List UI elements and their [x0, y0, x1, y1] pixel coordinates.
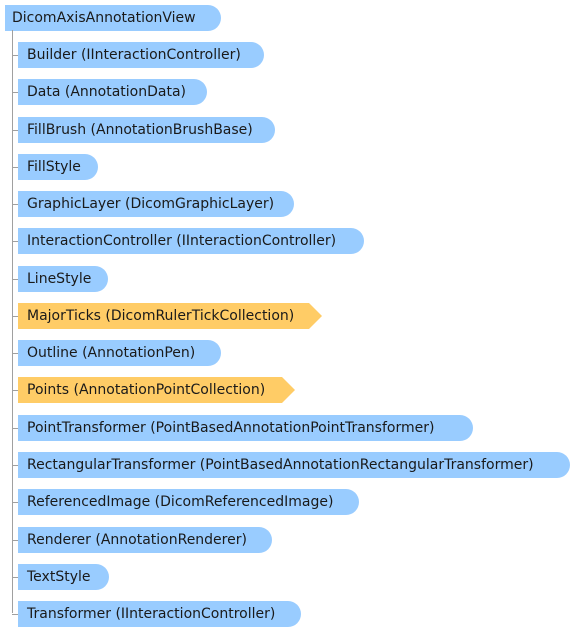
member-label: Data (AnnotationData): [27, 84, 187, 100]
branch-connector: [12, 390, 18, 391]
member-node[interactable]: Data (AnnotationData): [18, 79, 207, 105]
member-node[interactable]: PointTransformer (PointBasedAnnotationPo…: [18, 415, 473, 441]
member-label: Renderer (AnnotationRenderer): [27, 532, 247, 548]
member-label: GraphicLayer (DicomGraphicLayer): [27, 196, 275, 212]
branch-connector: [12, 577, 18, 578]
member-node[interactable]: ReferencedImage (DicomReferencedImage): [18, 489, 359, 515]
member-node[interactable]: LineStyle: [18, 266, 108, 292]
branch-connector: [12, 540, 18, 541]
branch-connector: [12, 55, 18, 56]
member-node[interactable]: Outline (AnnotationPen): [18, 340, 221, 366]
branch-connector: [12, 353, 18, 354]
member-label: InteractionController (IInteractionContr…: [27, 233, 337, 249]
member-node[interactable]: RectangularTransformer (PointBasedAnnota…: [18, 452, 570, 478]
member-node[interactable]: Transformer (IInteractionController): [18, 601, 301, 627]
member-node[interactable]: Builder (IInteractionController): [18, 42, 264, 68]
branch-connector: [12, 241, 18, 242]
tree-trunk-line: [12, 30, 13, 613]
member-label: FillStyle: [27, 159, 81, 175]
member-label: Points (AnnotationPointCollection): [27, 382, 266, 398]
member-label: TextStyle: [27, 569, 91, 585]
branch-connector: [12, 204, 18, 205]
branch-connector: [12, 279, 18, 280]
member-label: ReferencedImage (DicomReferencedImage): [27, 494, 334, 510]
root-class-label: DicomAxisAnnotationView: [12, 10, 196, 26]
member-label: MajorTicks (DicomRulerTickCollection): [27, 308, 295, 324]
member-node[interactable]: Points (AnnotationPointCollection): [18, 377, 295, 403]
member-node[interactable]: Renderer (AnnotationRenderer): [18, 527, 272, 553]
branch-connector: [12, 92, 18, 93]
root-class-node[interactable]: DicomAxisAnnotationView: [5, 5, 221, 31]
member-label: FillBrush (AnnotationBrushBase): [27, 122, 253, 138]
branch-connector: [12, 428, 18, 429]
branch-connector: [12, 130, 18, 131]
branch-connector: [12, 465, 18, 466]
member-node[interactable]: FillStyle: [18, 154, 98, 180]
member-node[interactable]: GraphicLayer (DicomGraphicLayer): [18, 191, 294, 217]
member-node[interactable]: InteractionController (IInteractionContr…: [18, 228, 364, 254]
member-label: Builder (IInteractionController): [27, 47, 241, 63]
member-label: Outline (AnnotationPen): [27, 345, 196, 361]
member-label: RectangularTransformer (PointBasedAnnota…: [27, 457, 534, 473]
member-node[interactable]: TextStyle: [18, 564, 109, 590]
member-node[interactable]: MajorTicks (DicomRulerTickCollection): [18, 303, 322, 329]
member-node[interactable]: FillBrush (AnnotationBrushBase): [18, 117, 275, 143]
branch-connector: [12, 614, 18, 615]
member-label: PointTransformer (PointBasedAnnotationPo…: [27, 420, 435, 436]
branch-connector: [12, 316, 18, 317]
branch-connector: [12, 502, 18, 503]
member-label: LineStyle: [27, 271, 92, 287]
branch-connector: [12, 167, 18, 168]
member-label: Transformer (IInteractionController): [27, 606, 276, 622]
